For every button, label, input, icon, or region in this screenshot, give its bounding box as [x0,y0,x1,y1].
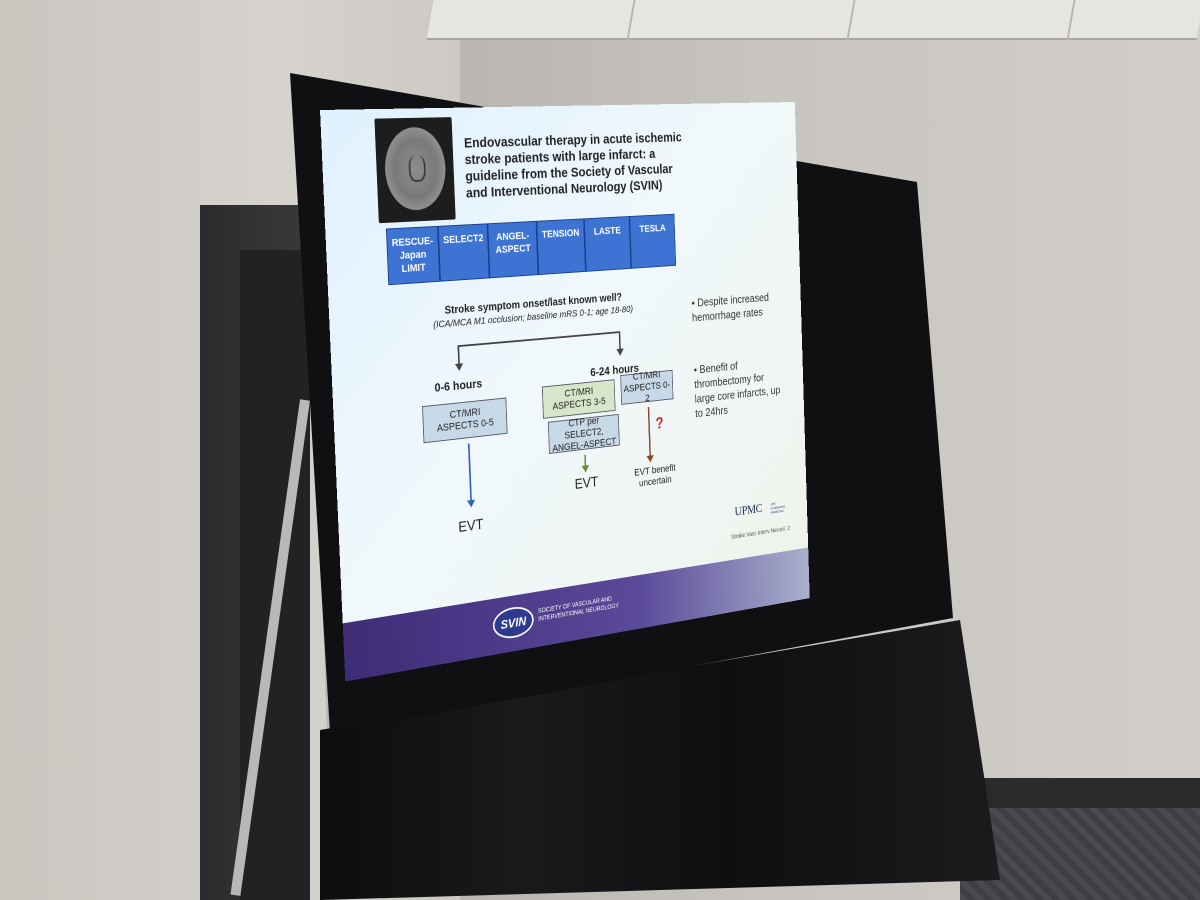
baseboard [960,778,1200,808]
outcome-evt: EVT [574,474,599,493]
box-aspects-0-2: CT/MRI ASPECTS 0-2 [620,369,674,405]
branch-line [457,331,621,348]
trial-cell: TESLA [629,213,677,269]
box-aspects-0-5: CT/MRI ASPECTS 0-5 [422,397,508,444]
arrowhead-icon [454,363,464,372]
branch-line [457,345,460,366]
floor [960,808,1200,900]
branch-label-early: 0-6 hours [434,376,483,395]
arrowhead-icon [646,455,655,463]
trial-cell: ANGEL- ASPECT [487,220,539,279]
box-ctp-criteria: CTP per SELECT2, ANGEL-ASPECT [547,413,620,454]
trial-cell: SELECT2 [437,223,490,282]
presentation-slide: Endovascular therapy in acute ischemic s… [320,102,810,682]
arrowhead-icon [467,499,476,508]
citation: Stroke Vasc Interv Neurol. 2 [731,525,790,541]
arrowhead-icon [616,348,624,357]
trial-list: RESCUE- Japan LIMIT SELECT2 ANGEL- ASPEC… [385,213,677,286]
trial-cell: RESCUE- Japan LIMIT [385,225,440,286]
box-aspects-3-5: CT/MRI ASPECTS 3-5 [541,379,616,419]
upmc-logo: UPMC [734,501,763,520]
ct-scan-image [374,117,456,224]
trial-cell: LASTE [583,216,632,272]
arrowhead-icon [581,465,590,474]
upmc-tagline: LIFE CHANGING MEDICINE [770,501,785,515]
question-mark-icon: ? [655,414,664,433]
bullet-point: • Despite increased hemorrhage rates [691,290,770,325]
outcome-uncertain: EVT benefit uncertain [634,462,676,490]
arrow-to-evt [467,443,472,503]
arrow-to-uncertain [647,407,651,458]
ceiling [426,0,1200,40]
bullet-point: • Benefit of thrombectomy for large core… [693,359,781,420]
trial-cell: TENSION [536,218,586,276]
outcome-evt: EVT [458,516,484,536]
slide-title: Endovascular therapy in acute ischemic s… [463,130,682,202]
